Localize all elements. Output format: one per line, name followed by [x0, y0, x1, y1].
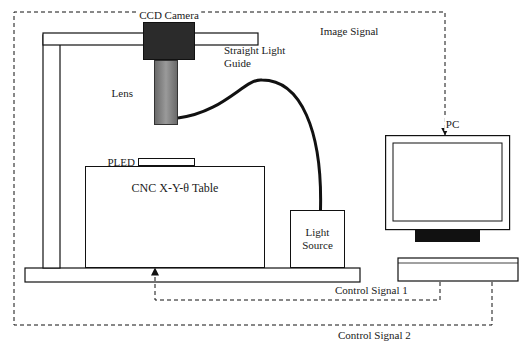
pc-drawing: [385, 135, 520, 282]
base-plate: [25, 268, 360, 282]
signal-line: [155, 268, 440, 300]
light-source-box: Light Source: [290, 210, 345, 268]
signal-line: [169, 12, 445, 135]
part-label: Lens: [112, 86, 133, 99]
pc-computer: PC: [385, 135, 520, 282]
lens-barrel: Lens: [154, 60, 178, 125]
signal-label: Image Signal: [318, 25, 380, 38]
part-label: Light Source: [295, 226, 340, 252]
part-label: CNC X-Y-θ Table: [132, 181, 219, 195]
pled-sample: PLED: [138, 158, 195, 166]
signal-label: Control Signal 1: [333, 284, 410, 297]
part-label: PC: [444, 118, 461, 131]
signal-label: Control Signal 2: [336, 329, 413, 342]
xy-table: CNC X-Y-θ Table: [85, 166, 265, 268]
vertical-post: [43, 35, 60, 268]
signal-label: Straight Light Guide: [222, 44, 308, 69]
camera-body: CCD Camera: [143, 22, 195, 60]
part-label: CCD Camera: [137, 9, 201, 22]
